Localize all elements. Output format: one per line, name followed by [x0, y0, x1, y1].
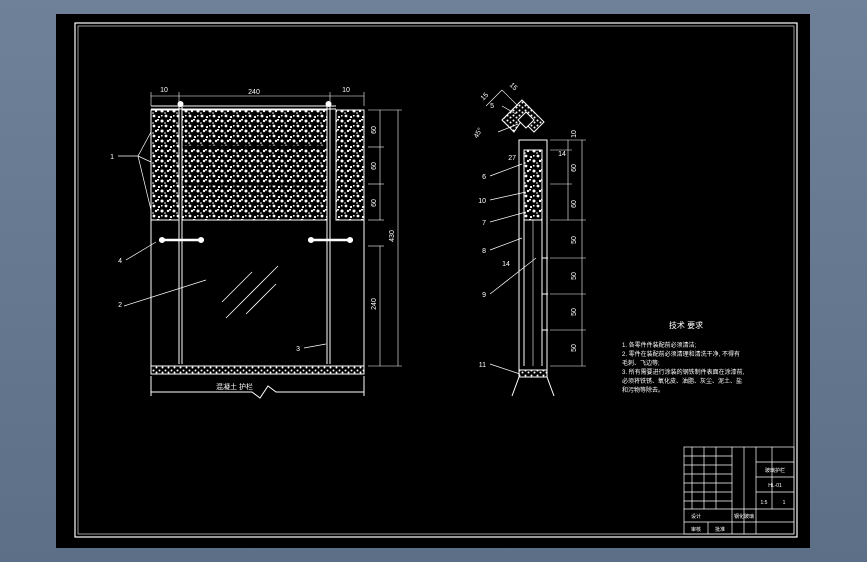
dim-row2: 60: [371, 162, 378, 170]
dim-width: 240: [248, 89, 260, 96]
dim-left-gap: 10: [160, 87, 168, 94]
note-line-6: 和污物等除去。: [622, 386, 664, 394]
title-block-designer: 设计: [691, 513, 701, 520]
leader-10: 10: [478, 198, 486, 205]
dim-cap-angle: 45°: [472, 126, 484, 139]
dim-s4: 50: [571, 344, 578, 352]
dim-row1: 60: [371, 126, 378, 134]
note-line-1: 1. 各零件件装配前必须清洁;: [622, 341, 697, 349]
leader-3: 3: [296, 346, 300, 353]
dim-mid: 14: [502, 261, 510, 268]
drawing-sheet: 10 240 10 60 60 60 430 240 1 2 3 4 混凝土 护…: [56, 14, 810, 548]
concrete-base: [150, 365, 365, 375]
leader-1: 1: [110, 154, 114, 161]
left-post-panel: [150, 109, 180, 221]
dim-glass-height: 240: [371, 298, 378, 310]
dim-r2: 60: [571, 200, 578, 208]
dim-cap-a: 15: [480, 92, 491, 103]
dim-s1: 50: [571, 236, 578, 244]
leader-7: 7: [482, 220, 486, 227]
sheet-border: [74, 22, 798, 538]
title-block-material: 钢化玻璃: [734, 513, 754, 520]
title-block-scale: 1:5: [761, 500, 768, 506]
dim-total-height: 430: [389, 230, 396, 242]
note-line-2: 2. 零件在装配前必须清理和清洗干净, 不得有: [622, 350, 740, 358]
leader-6: 6: [482, 174, 486, 181]
cad-drawing: 10 240 10 60 60 60 430 240 1 2 3 4 混凝土 护…: [74, 22, 798, 538]
dim-top: 10: [571, 130, 578, 138]
title-block-drawing-name: 玻璃护栏: [765, 467, 785, 474]
leader-5: 5: [490, 103, 494, 110]
title-block-checker: 审核: [691, 526, 701, 533]
leader-4: 4: [118, 258, 122, 265]
dim-cap-b: 15: [508, 82, 519, 93]
dim-r1: 60: [571, 164, 578, 172]
title-block: [683, 446, 795, 535]
front-view: [118, 92, 402, 399]
dim-right-gap: 10: [342, 87, 350, 94]
note-line-5: 必须将铁锈、氧化皮、油脂、灰尘、泥土、盐: [622, 377, 742, 385]
title-block-text: 玻璃护栏 HL-01 1:5 1 钢化玻璃 设计 审核 批准: [691, 467, 786, 533]
upper-panel: [181, 109, 328, 221]
title-block-sheet: 1: [783, 500, 786, 506]
title-block-drawing-number: HL-01: [768, 483, 782, 489]
note-line-4: 3. 所有需要进行涂装的钢铁制件表面在涂漆前,: [622, 368, 745, 376]
technical-notes: 技术 要求 1. 各零件件装配前必须清洁; 2. 零件在装配前必须清理和清洗干净…: [622, 320, 745, 394]
right-post-panel: [335, 109, 365, 221]
dim-row3: 60: [371, 199, 378, 207]
leader-8: 8: [482, 248, 486, 255]
leader-2: 2: [118, 302, 122, 309]
leader-9: 9: [482, 292, 486, 299]
notes-title: 技术 要求: [669, 320, 703, 330]
dim-side: 14: [558, 151, 566, 158]
title-block-approver: 批准: [715, 526, 725, 533]
leader-11: 11: [479, 362, 486, 369]
dim-s2: 50: [571, 272, 578, 280]
base-label: 混凝土 护栏: [216, 382, 253, 391]
section-view: [485, 89, 586, 397]
note-line-3: 毛刺、飞边等;: [622, 359, 660, 367]
dim-s3: 50: [571, 308, 578, 316]
front-view-labels: 10 240 10 60 60 60 430 240 1 2 3 4 混凝土 护…: [110, 87, 396, 391]
leader-27: 27: [508, 155, 516, 162]
